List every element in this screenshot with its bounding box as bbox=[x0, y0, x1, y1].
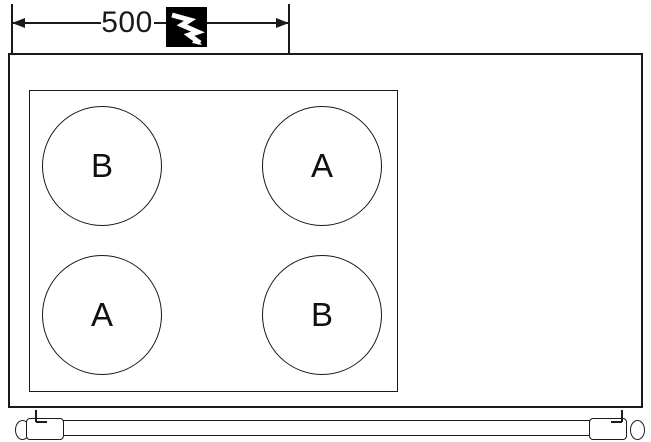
dimension-line-segment bbox=[154, 22, 167, 24]
burner-bottom-right: B bbox=[262, 255, 382, 375]
rail-mount-tick-right bbox=[621, 410, 623, 422]
towel-rail-bar bbox=[44, 420, 611, 436]
burner-label: B bbox=[90, 147, 113, 184]
burner-bottom-left: A bbox=[42, 255, 162, 375]
burner-label: A bbox=[310, 147, 333, 184]
burner-top-left: B bbox=[42, 106, 162, 226]
rail-bracket-left bbox=[26, 418, 64, 440]
dimension-line-segment bbox=[13, 22, 101, 24]
dimension-extension-line-right bbox=[288, 4, 290, 53]
electric-flash-icon bbox=[166, 7, 207, 47]
dimension-extension-line-left bbox=[11, 4, 13, 53]
burner-top-right: A bbox=[262, 106, 382, 226]
dimension-line-segment bbox=[207, 22, 288, 24]
rail-mount-tick-right bbox=[611, 421, 622, 423]
dimension-arrow-left bbox=[12, 18, 25, 28]
rail-mount-tick-left bbox=[36, 421, 47, 423]
dimension-label: 500 bbox=[101, 6, 153, 39]
rail-mount-tick-left bbox=[35, 410, 37, 422]
cooktop-panel-outline bbox=[29, 90, 398, 392]
burner-label: A bbox=[90, 296, 113, 333]
burner-label: B bbox=[310, 296, 333, 333]
dimension-arrow-right bbox=[276, 18, 289, 28]
rail-end-cap-right bbox=[630, 420, 645, 440]
rail-bracket-right bbox=[589, 418, 627, 440]
